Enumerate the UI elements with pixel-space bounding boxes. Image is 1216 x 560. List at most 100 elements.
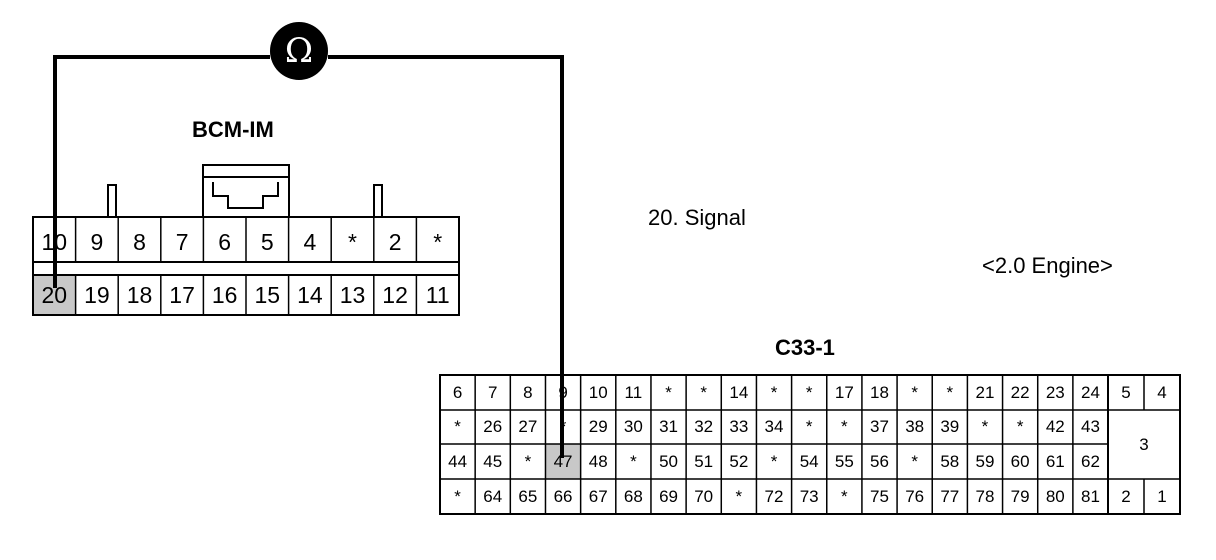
c33-pin: 38 bbox=[905, 417, 925, 436]
c33-connector-title: C33-1 bbox=[775, 335, 835, 360]
bcm-pin: 16 bbox=[211, 281, 238, 308]
c33-pin: * bbox=[630, 451, 637, 471]
c33-pin: 55 bbox=[834, 451, 854, 471]
c33-pin: * bbox=[735, 486, 743, 506]
bcm-pin: 15 bbox=[254, 281, 281, 308]
bcm-pin: 20 bbox=[33, 275, 76, 315]
c33-pin: 31 bbox=[659, 417, 678, 436]
bcm-pin: 9 bbox=[90, 228, 104, 255]
c33-pin: 14 bbox=[729, 382, 749, 402]
bcm-pin: 8 bbox=[133, 228, 146, 255]
c33-pin: * bbox=[981, 417, 989, 436]
bcm-key bbox=[373, 184, 383, 218]
signal-label: 20. Signal bbox=[648, 205, 746, 230]
c33-pin: * bbox=[770, 451, 778, 471]
c33-pin: 34 bbox=[764, 417, 784, 436]
c33-pin: 76 bbox=[905, 486, 925, 506]
c33-pin: 45 bbox=[483, 451, 503, 471]
c33-pin: 47 bbox=[545, 444, 581, 479]
c33-pin: * bbox=[911, 451, 918, 471]
c33-pin: 48 bbox=[588, 451, 608, 471]
c33-pin: * bbox=[805, 417, 813, 436]
c33-pin: 58 bbox=[940, 451, 960, 471]
c33-pin: 10 bbox=[588, 382, 608, 402]
c33-pin: 60 bbox=[1010, 451, 1030, 471]
c33-pin: 44 bbox=[448, 451, 468, 471]
c33-pin: 17 bbox=[834, 382, 854, 402]
c33-pin: 56 bbox=[870, 451, 889, 471]
c33-pin: 8 bbox=[523, 382, 533, 402]
c33-pin: 64 bbox=[483, 486, 503, 506]
c33-pin: 4 bbox=[1157, 382, 1167, 402]
c33-pin: 9 bbox=[558, 382, 568, 402]
c33-pin: 6 bbox=[452, 382, 463, 402]
bcm-pin: * bbox=[348, 228, 357, 255]
c33-pin: * bbox=[700, 382, 707, 402]
bcm-latch bbox=[202, 164, 290, 218]
c33-pin: 7 bbox=[488, 382, 498, 402]
c33-pin: * bbox=[841, 486, 848, 506]
c33-pin: 78 bbox=[975, 486, 995, 506]
c33-pin: 42 bbox=[1045, 417, 1065, 436]
c33-pin: * bbox=[841, 417, 848, 436]
c33-pin: 32 bbox=[694, 417, 714, 436]
c33-pin: 72 bbox=[764, 486, 784, 506]
bcm-pin: 2 bbox=[388, 228, 402, 255]
c33-pin: * bbox=[911, 382, 918, 402]
bcm-latch-detail bbox=[212, 182, 279, 209]
c33-pin: 23 bbox=[1045, 382, 1065, 402]
c33-pin: 77 bbox=[940, 486, 960, 506]
c33-pin: 73 bbox=[799, 486, 819, 506]
c33-pin: 26 bbox=[483, 417, 503, 436]
c33-pin: 3 bbox=[1139, 434, 1149, 454]
bcm-pin: 11 bbox=[425, 281, 450, 308]
bcm-pin: 5 bbox=[260, 228, 274, 255]
c33-pin: * bbox=[524, 451, 532, 471]
c33-pin: * bbox=[770, 382, 778, 402]
bcm-pin: 12 bbox=[382, 281, 408, 308]
c33-pin: 21 bbox=[975, 382, 995, 402]
c33-pin: 51 bbox=[694, 451, 714, 471]
c33-pin: 43 bbox=[1080, 417, 1100, 436]
c33-pin: * bbox=[665, 382, 672, 402]
bcm-pin: 6 bbox=[218, 228, 232, 255]
bcm-connector-title: BCM-IM bbox=[192, 117, 274, 142]
c33-pin: 69 bbox=[659, 486, 678, 506]
c33-pin: 24 bbox=[1080, 382, 1100, 402]
c33-pin: 22 bbox=[1010, 382, 1030, 402]
c33-pin: 62 bbox=[1080, 451, 1100, 471]
bcm-pin: 13 bbox=[339, 281, 366, 308]
c33-pin: 18 bbox=[870, 382, 889, 402]
c33-pin: 59 bbox=[975, 451, 995, 471]
c33-pin: 50 bbox=[659, 451, 678, 471]
ohmmeter-icon: Ω bbox=[270, 22, 328, 80]
c33-pin: 80 bbox=[1045, 486, 1065, 506]
c33-pin: 2 bbox=[1121, 486, 1131, 506]
c33-pin: 70 bbox=[694, 486, 714, 506]
c33-pin: 27 bbox=[518, 417, 538, 436]
c33-pin: 29 bbox=[588, 417, 608, 436]
engine-label: <2.0 Engine> bbox=[982, 253, 1113, 278]
c33-pin: 54 bbox=[799, 451, 819, 471]
c33-pin: * bbox=[1016, 417, 1024, 436]
c33-pin: * bbox=[805, 382, 813, 402]
c33-pin: 61 bbox=[1045, 451, 1065, 471]
c33-pin: 33 bbox=[729, 417, 749, 436]
c33-pin: 65 bbox=[518, 486, 538, 506]
c33-pin: 1 bbox=[1157, 486, 1167, 506]
c33-pin: * bbox=[454, 486, 461, 506]
bcm-pin: 17 bbox=[169, 281, 195, 308]
bcm-key bbox=[107, 184, 117, 218]
c33-pin: * bbox=[454, 417, 461, 436]
c33-pin: 66 bbox=[553, 486, 573, 506]
c33-pin: 81 bbox=[1080, 486, 1100, 506]
c33-pin: 75 bbox=[870, 486, 889, 506]
c33-pin: 5 bbox=[1121, 382, 1131, 402]
bcm-pin: 7 bbox=[175, 228, 189, 255]
c33-pin: 79 bbox=[1010, 486, 1030, 506]
c33-pin: 11 bbox=[624, 382, 643, 402]
c33-pin: 39 bbox=[940, 417, 960, 436]
bcm-pin: 14 bbox=[297, 281, 323, 308]
c33-pin: 30 bbox=[623, 417, 643, 436]
c33-pin: * bbox=[559, 417, 567, 436]
